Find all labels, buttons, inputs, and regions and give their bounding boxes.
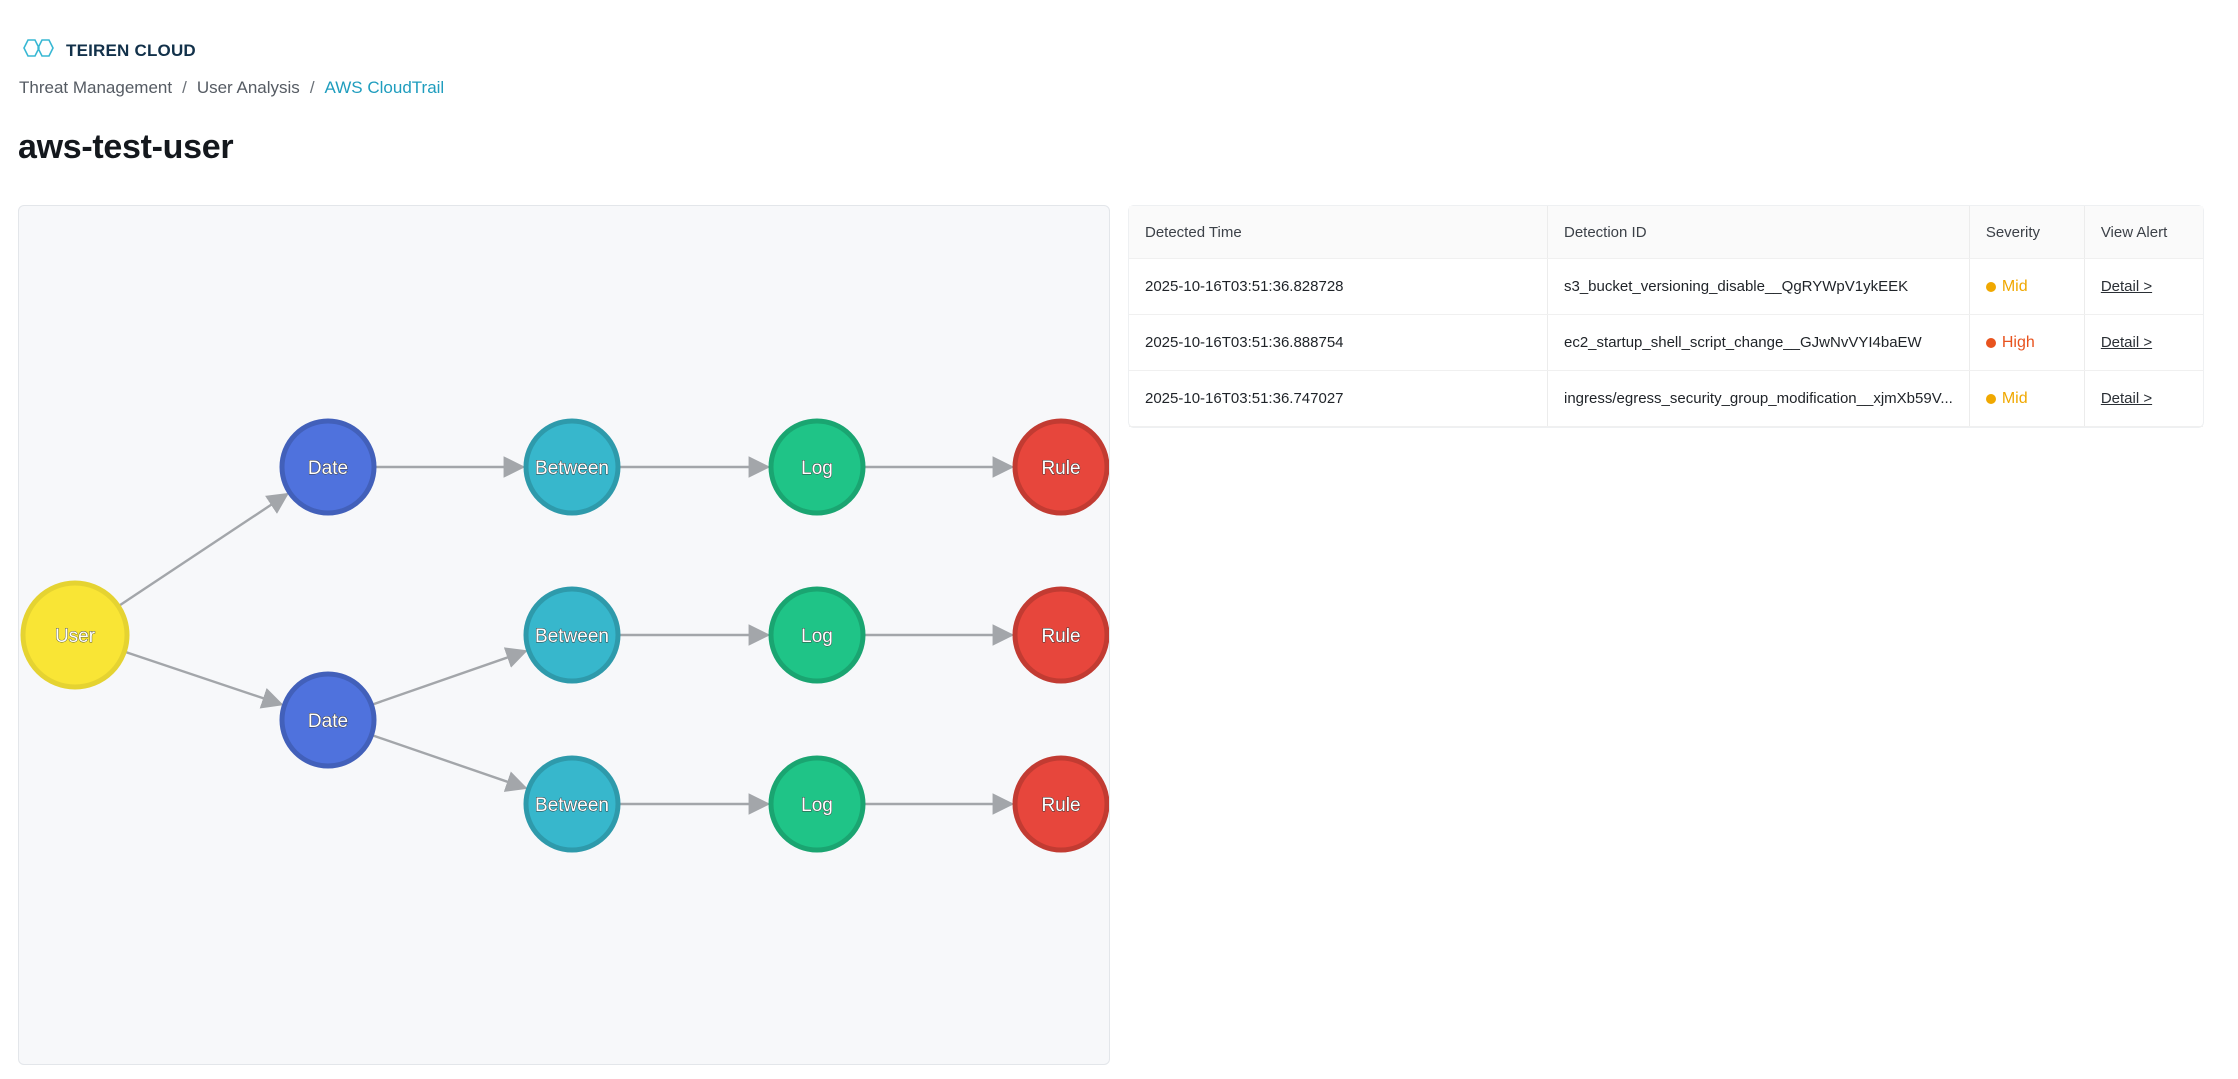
graph-node-label: Date	[308, 458, 348, 479]
severity-dot-icon	[1985, 281, 1996, 292]
cell-severity: Mid	[1968, 370, 2085, 427]
header-detected-time[interactable]: Detected Time	[1129, 206, 1548, 259]
header-detection-id[interactable]: Detection ID	[1547, 206, 1970, 259]
graph-edge-date2-between3	[372, 734, 528, 792]
cell-view-alert: Detail >	[2083, 370, 2203, 427]
cell-detected-time: 2025-10-16T03:51:36.747027	[1129, 370, 1548, 427]
graph-node-circle[interactable]	[1012, 418, 1109, 516]
graph-node-circle[interactable]	[1012, 586, 1109, 684]
graph-node-user[interactable]: User	[20, 580, 130, 690]
graph-node-label: User	[55, 626, 96, 647]
cell-detection-id: ec2_startup_shell_script_change__GJwNvVY…	[1547, 314, 1970, 371]
graph-node-circle[interactable]	[768, 755, 866, 853]
graph-node-rule1[interactable]: Rule	[1012, 418, 1109, 516]
graph-node-rule3[interactable]: Rule	[1012, 755, 1109, 853]
cell-view-alert: Detail >	[2083, 314, 2203, 371]
detail-link[interactable]: Detail >	[2100, 334, 2153, 351]
graph-node-label: Between	[535, 795, 609, 816]
graph-node-circle[interactable]	[1012, 755, 1109, 853]
header-severity[interactable]: Severity	[1968, 206, 2085, 259]
severity-dot-icon	[1985, 337, 1996, 348]
graph-node-circle[interactable]	[523, 586, 621, 684]
alerts-table: Detected Time Detection ID Severity View…	[1129, 206, 2203, 427]
cell-view-alert: Detail >	[2083, 258, 2203, 315]
graph-node-label: Log	[801, 458, 833, 479]
header-view-alert[interactable]: View Alert	[2083, 206, 2203, 259]
logo-text: TEIREN CLOUD	[66, 40, 196, 60]
severity-label: High	[2001, 333, 2035, 351]
breadcrumb-threat-management[interactable]: Threat Management	[19, 78, 173, 97]
severity-dot-icon	[1985, 393, 1996, 404]
graph-node-circle[interactable]	[279, 418, 377, 516]
graph-nodes: UserDateDateBetweenBetweenBetweenLogLogL…	[20, 418, 1109, 853]
severity-badge: Mid	[1985, 277, 2028, 296]
graph-node-label: Rule	[1041, 626, 1080, 647]
hexagon-logo-icon	[22, 38, 56, 63]
graph-node-date1[interactable]: Date	[279, 418, 377, 516]
graph-node-between3[interactable]: Between	[523, 755, 621, 853]
cell-detection-id: s3_bucket_versioning_disable__QgRYWpV1yk…	[1547, 258, 1970, 315]
cell-severity: Mid	[1968, 258, 2085, 315]
graph-node-circle[interactable]	[20, 580, 130, 690]
graph-edges	[119, 456, 1015, 815]
cell-detected-time: 2025-10-16T03:51:36.828728	[1129, 258, 1548, 315]
page-title: aws-test-user	[18, 128, 234, 166]
graph-node-log1[interactable]: Log	[768, 418, 866, 516]
graph-node-circle[interactable]	[768, 418, 866, 516]
graph-node-between1[interactable]: Between	[523, 418, 621, 516]
breadcrumb-separator: /	[309, 78, 315, 97]
graph-node-circle[interactable]	[279, 671, 377, 769]
app-logo[interactable]: TEIREN CLOUD	[22, 38, 196, 63]
severity-label: Mid	[2001, 389, 2028, 407]
graph-node-label: Between	[535, 458, 609, 479]
breadcrumb-aws-cloudtrail[interactable]: AWS CloudTrail	[324, 78, 445, 97]
graph-node-label: Log	[801, 626, 833, 647]
detail-link[interactable]: Detail >	[2100, 390, 2153, 407]
graph-edge-date2-between2	[372, 647, 528, 706]
graph-node-label: Between	[535, 626, 609, 647]
table-header-row: Detected Time Detection ID Severity View…	[1129, 206, 2203, 259]
graph-node-label: Date	[308, 711, 348, 732]
breadcrumb: Threat Management / User Analysis / AWS …	[19, 78, 444, 98]
graph-node-date2[interactable]: Date	[279, 671, 377, 769]
severity-badge: High	[1985, 333, 2035, 352]
cell-severity: High	[1968, 314, 2085, 371]
graph-node-label: Rule	[1041, 795, 1080, 816]
graph-node-label: Rule	[1041, 458, 1080, 479]
breadcrumb-separator: /	[182, 78, 187, 97]
graph-node-log3[interactable]: Log	[768, 755, 866, 853]
graph-node-circle[interactable]	[523, 755, 621, 853]
severity-badge: Mid	[1985, 389, 2028, 408]
graph-edge-user-date1	[119, 492, 289, 607]
alerts-table-container: Detected Time Detection ID Severity View…	[1128, 205, 2204, 428]
graph-node-label: Log	[801, 795, 833, 816]
relationship-graph[interactable]: UserDateDateBetweenBetweenBetweenLogLogL…	[19, 206, 1110, 1065]
graph-node-log2[interactable]: Log	[768, 586, 866, 684]
graph-node-circle[interactable]	[768, 586, 866, 684]
graph-node-circle[interactable]	[523, 418, 621, 516]
breadcrumb-user-analysis[interactable]: User Analysis	[196, 78, 300, 97]
graph-node-between2[interactable]: Between	[523, 586, 621, 684]
graph-node-rule2[interactable]: Rule	[1012, 586, 1109, 684]
severity-label: Mid	[2001, 277, 2028, 295]
table-row[interactable]: 2025-10-16T03:51:36.828728 s3_bucket_ver…	[1129, 258, 2203, 315]
detail-link[interactable]: Detail >	[2100, 278, 2153, 295]
cell-detection-id: ingress/egress_security_group_modificati…	[1547, 370, 1970, 427]
table-row[interactable]: 2025-10-16T03:51:36.747027 ingress/egres…	[1129, 370, 2203, 427]
table-row[interactable]: 2025-10-16T03:51:36.888754 ec2_startup_s…	[1129, 314, 2203, 371]
graph-edge-user-date2	[125, 651, 284, 709]
cell-detected-time: 2025-10-16T03:51:36.888754	[1129, 314, 1548, 371]
